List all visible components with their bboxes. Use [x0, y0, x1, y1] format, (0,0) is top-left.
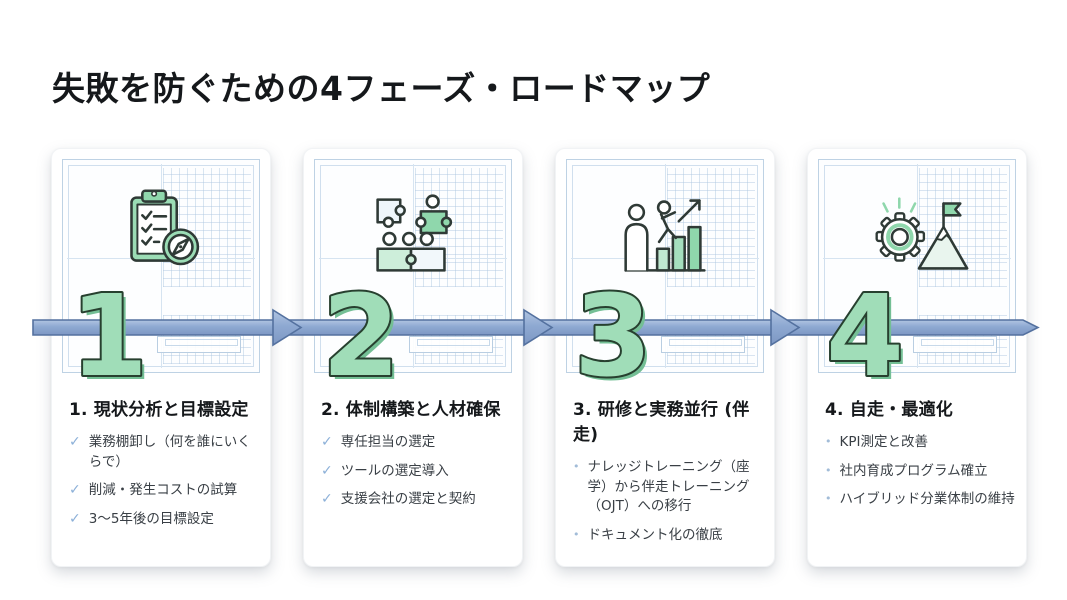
phase-bullet-list: • KPI測定と改善 • 社内育成プログラム確立 • ハイブリッド分業体制の維持 — [825, 433, 1015, 510]
phase-bullet-text: 3〜5年後の目標設定 — [88, 510, 214, 527]
phase-bullet-text: 社内育成プログラム確立 — [839, 462, 988, 479]
phase-card-1: 1 1 1. 現状分析と目標設定 ✓ 業務棚卸し（何を誰にいくらで） ✓ 削減・発生コ… — [51, 148, 271, 567]
phase-bullet-text: ドキュメント化の徹底 — [587, 526, 723, 543]
phase-text: 2. 体制構築と人材確保 ✓ 専任担当の選定 ✓ ツールの選定導入 ✓ 支援会社の選定と契… — [321, 395, 511, 519]
blueprint-crosshair — [822, 257, 1012, 259]
phase-bullet: ✓ 支援会社の選定と契約 — [321, 490, 511, 510]
phase-bullet-text: ナレッジトレーニング（座学）から伴走トレーニング（OJT）への移行 — [587, 459, 750, 515]
blueprint-titleblock — [409, 335, 494, 353]
phase-bullet: • 社内育成プログラム確立 — [825, 462, 1015, 482]
phase-card-2: 2 2 2. 体制構築と人材確保 ✓ 専任担当の選定 ✓ ツールの選定導入 ✓ 支援会社の… — [303, 148, 523, 567]
blueprint-titleblock — [157, 335, 242, 353]
phase-bullet: • ドキュメント化の徹底 — [573, 526, 763, 546]
phase-bullet: • ナレッジトレーニング（座学）から伴走トレーニング（OJT）への移行 — [573, 458, 763, 517]
dot-icon: • — [825, 492, 832, 506]
blueprint-panel — [62, 159, 260, 373]
phase-number: 1 1 — [60, 269, 210, 406]
arrowhead-icon — [770, 308, 801, 347]
svg-text:1: 1 — [70, 272, 148, 394]
phase-bullet-text: KPI測定と改善 — [839, 434, 928, 450]
dot-icon: • — [573, 527, 580, 541]
phase-bullet: • ハイブリッド分業体制の維持 — [825, 490, 1015, 510]
phase-bullet-text: 業務棚卸し（何を誰にいくらで） — [88, 434, 251, 470]
phase-bullet-text: 専任担当の選定 — [340, 434, 436, 450]
phase-bullet-text: 削減・発生コストの試算 — [88, 482, 238, 499]
phase-bullet-text: ハイブリッド分業体制の維持 — [839, 491, 1015, 508]
phase-heading: 4. 自走・最適化 — [825, 400, 954, 420]
phase-card-4: 4 4 4. 自走・最適化 • KPI測定と改善 • 社内育成プログラム確立 • ハイブリ… — [807, 148, 1027, 567]
arrowhead-icon — [523, 308, 554, 347]
timeline-arrow — [0, 306, 1067, 352]
check-icon: ✓ — [69, 434, 81, 450]
phase-text: 1. 現状分析と目標設定 ✓ 業務棚卸し（何を誰にいくらで） ✓ 削減・発生コストの試… — [69, 395, 259, 538]
phase-heading: 3. 研修と実務並行 (伴走) — [573, 400, 750, 445]
phase-bullet-list: • ナレッジトレーニング（座学）から伴走トレーニング（OJT）への移行 • ドキュメン… — [573, 458, 763, 545]
blueprint-panel — [566, 159, 764, 373]
blueprint-panel — [818, 159, 1016, 373]
check-icon: ✓ — [69, 510, 81, 527]
phase-heading: 2. 体制構築と人材確保 — [321, 400, 501, 420]
blueprint-crosshair — [161, 164, 162, 368]
phase-bullet-list: ✓ 専任担当の選定 ✓ ツールの選定導入 ✓ 支援会社の選定と契約 — [321, 433, 511, 510]
dot-icon: • — [825, 435, 832, 448]
blueprint-titleblock — [913, 335, 998, 353]
phase-bullet: ✓ ツールの選定導入 — [321, 462, 511, 482]
blueprint-titleblock — [661, 335, 746, 353]
phase-bullet-text: ツールの選定導入 — [340, 462, 449, 479]
dot-icon: • — [825, 463, 832, 477]
check-icon: ✓ — [321, 491, 333, 508]
phase-card-3: 3 3 3. 研修と実務並行 (伴走) • ナレッジトレーニング（座学）から伴走ト… — [555, 148, 775, 567]
dot-icon: • — [573, 460, 580, 473]
blueprint-crosshair — [917, 164, 918, 368]
phase-bullet: • KPI測定と改善 — [825, 433, 1015, 453]
svg-text:4: 4 — [830, 276, 908, 394]
phase-text: 3. 研修と実務並行 (伴走) • ナレッジトレーニング（座学）から伴走トレーニン… — [573, 395, 763, 554]
clipboard-checklist-compass-icon — [102, 185, 220, 289]
svg-text:2: 2 — [322, 272, 400, 394]
blueprint-panel — [314, 159, 512, 373]
svg-text:3: 3 — [578, 276, 656, 394]
team-puzzle-icon — [354, 185, 472, 289]
check-icon: ✓ — [69, 482, 81, 499]
svg-text:3: 3 — [574, 272, 652, 394]
phase-heading: 1. 現状分析と目標設定 — [69, 400, 249, 420]
check-icon: ✓ — [321, 434, 333, 450]
phase-bullet: ✓ 専任担当の選定 — [321, 433, 511, 453]
phase-bullet: ✓ 削減・発生コストの試算 — [69, 481, 259, 501]
svg-text:2: 2 — [326, 276, 404, 394]
check-icon: ✓ — [321, 462, 333, 479]
phase-number: 3 3 — [564, 269, 714, 406]
phase-text: 4. 自走・最適化 • KPI測定と改善 • 社内育成プログラム確立 • ハイブリッド分業… — [825, 395, 1015, 519]
phase-bullet-list: ✓ 業務棚卸し（何を誰にいくらで） ✓ 削減・発生コストの試算 ✓ 3〜5年後の目標設定 — [69, 433, 259, 529]
svg-text:4: 4 — [826, 272, 904, 394]
phase-number: 4 4 — [816, 269, 966, 406]
svg-text:1: 1 — [74, 276, 152, 394]
page-title: 失敗を防ぐための4フェーズ・ロードマップ — [52, 69, 711, 109]
gear-mountain-flag-icon — [858, 185, 976, 289]
phase-bullet: ✓ 3〜5年後の目標設定 — [69, 510, 259, 530]
phase-bullet-text: 支援会社の選定と契約 — [340, 491, 476, 508]
phase-bullet: ✓ 業務棚卸し（何を誰にいくらで） — [69, 433, 259, 472]
arrowhead-icon — [272, 308, 303, 347]
growth-chart-people-icon — [606, 185, 724, 289]
phase-number: 2 2 — [312, 269, 462, 406]
